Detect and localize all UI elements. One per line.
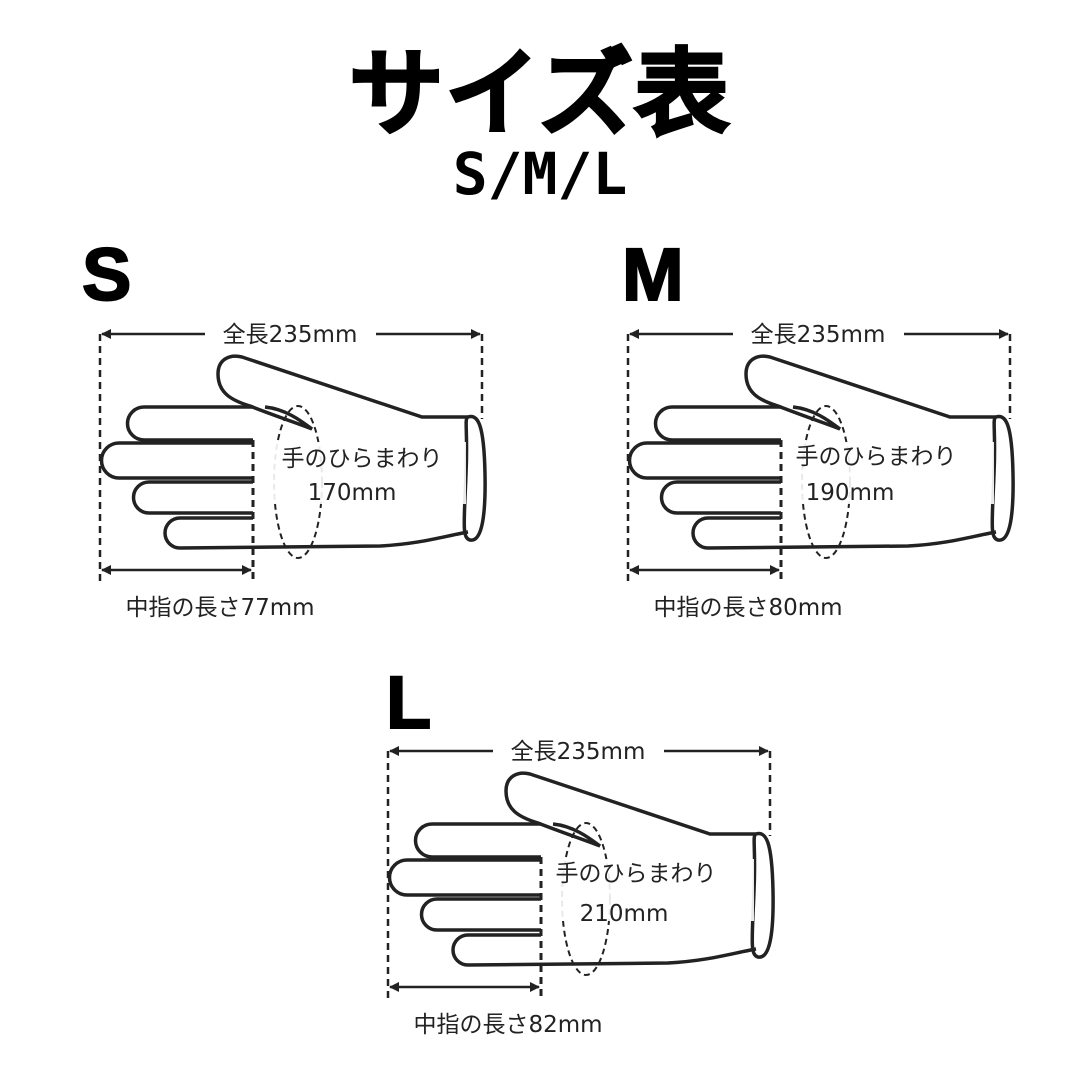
glove-diagram-m: 全長235mm 手のひらまわり 190mm 中指の長さ80mm	[628, 322, 1013, 621]
glove-diagram-l: 全長235mm 手のひらまわり 210mm 中指の長さ82mm	[388, 739, 773, 1038]
middle-finger-label: 中指の長さ80mm	[653, 595, 842, 621]
palm-value: 210mm	[580, 901, 669, 927]
palm-label: 手のひらまわり	[556, 861, 717, 887]
middle-finger-label: 中指の長さ82mm	[413, 1012, 602, 1038]
glove-diagram-s: 全長235mm 手のひらまわり 170mm 中指の長さ77mm	[100, 322, 485, 621]
page-title: サイズ表	[348, 39, 731, 151]
total-length-label: 全長235mm	[511, 739, 646, 765]
palm-label: 手のひらまわり	[796, 444, 957, 470]
total-length-label: 全長235mm	[751, 322, 886, 348]
page-subtitle: S/M/L	[452, 140, 628, 208]
palm-value: 170mm	[308, 480, 397, 506]
size-label-l: L	[385, 660, 432, 745]
palm-label: 手のひらまわり	[282, 446, 443, 472]
size-label-s: S	[81, 232, 132, 317]
palm-value: 190mm	[806, 480, 895, 506]
middle-finger-label: 中指の長さ77mm	[125, 595, 314, 621]
total-length-label: 全長235mm	[223, 322, 358, 348]
size-label-m: M	[621, 232, 685, 317]
